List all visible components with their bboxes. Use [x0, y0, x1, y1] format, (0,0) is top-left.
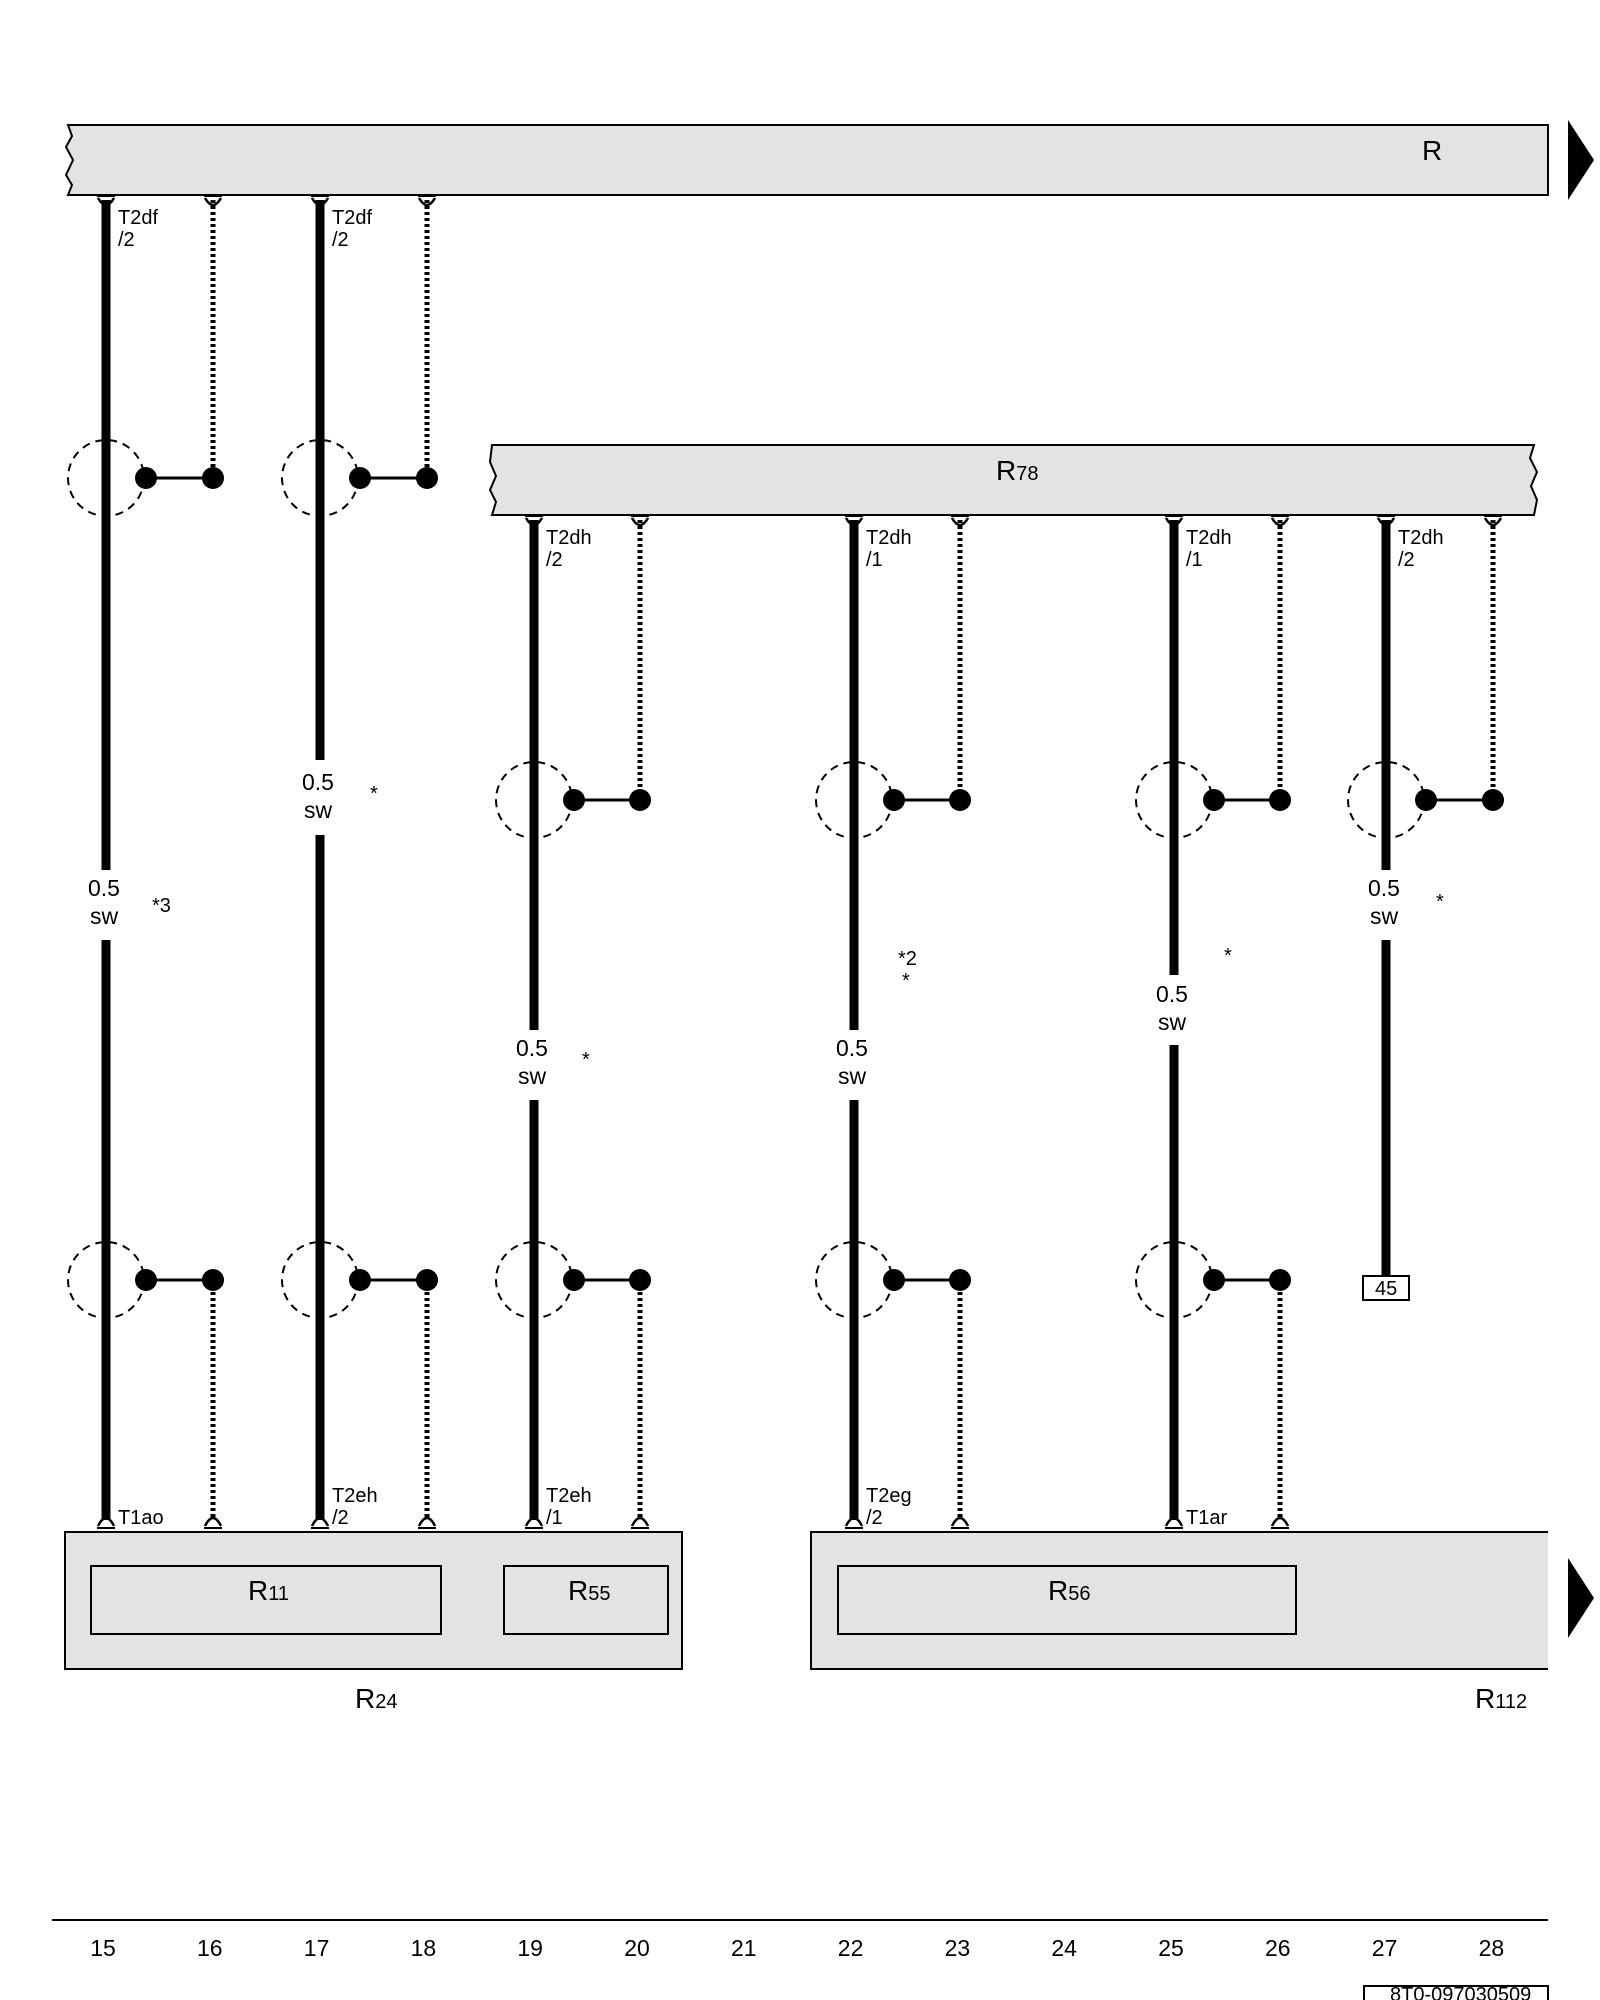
wire-size-w17: 0.5 — [302, 769, 334, 795]
bottom-pin-w19: /1 — [546, 1507, 563, 1529]
shield-top-w19 — [495, 761, 651, 839]
bottom-connector-w22: T2eg — [866, 1485, 912, 1507]
bottom-pin-w17: /2 — [332, 1507, 349, 1529]
bottom-pin-w22: /2 — [866, 1507, 883, 1529]
shield-top-w27 — [1347, 761, 1504, 839]
top-connector-w15: T2df — [118, 207, 158, 229]
column-number: 18 — [411, 1935, 437, 1961]
shield-bottom-w25 — [1135, 1241, 1291, 1319]
top-connector-w19: T2dh — [546, 527, 592, 549]
footer-code-box: 8T0-097030509 — [1363, 1984, 1549, 2000]
top-connector-w25: T2dh — [1186, 527, 1232, 549]
wire-color-w17: sw — [304, 797, 333, 823]
footer-code: 8T0-097030509 — [1390, 1984, 1531, 2000]
column-number: 16 — [197, 1935, 223, 1961]
column-number: 20 — [624, 1935, 650, 1961]
top-connector-w27: T2dh — [1398, 527, 1444, 549]
shield-bottom-w15 — [67, 1241, 224, 1319]
column-number: 19 — [517, 1935, 543, 1961]
wire-color-w19: sw — [518, 1063, 547, 1089]
bottom-connector-w19: T2eh — [546, 1485, 592, 1507]
wire-color-w25: sw — [1158, 1009, 1187, 1035]
column-number: 25 — [1158, 1935, 1184, 1961]
mid-harness-bar-r78: R78 — [488, 444, 1539, 516]
svg-text:R56: R56 — [1048, 1575, 1090, 1606]
top-continue-arrow — [1568, 120, 1594, 200]
wire-w27: 0.5sw * T2dh/2 45 — [1347, 515, 1504, 1301]
bottom-connector-w17: T2eh — [332, 1485, 378, 1507]
reference-box-w27: 45 — [1362, 1275, 1410, 1301]
wire-note-w17: * — [370, 783, 378, 805]
wire-size-w25: 0.5 — [1156, 981, 1188, 1007]
shield-bottom-w17 — [281, 1241, 438, 1319]
shield-bottom-w19 — [495, 1241, 651, 1319]
top-pin-w17: /2 — [332, 229, 349, 251]
wire-color-w15: sw — [90, 903, 119, 929]
wire-note-w15: *3 — [152, 895, 171, 917]
column-number: 26 — [1265, 1935, 1291, 1961]
bottom-connector-w25: T1ar — [1186, 1507, 1227, 1529]
top-pin-w19: /2 — [546, 549, 563, 571]
component-r24: R11 R55 R24 — [64, 1531, 683, 1714]
shield-top-w15 — [67, 439, 224, 517]
wire-size-w15: 0.5 — [88, 875, 120, 901]
wire-note-w22-0: *2 — [898, 948, 917, 970]
r24-label: R24 — [355, 1683, 397, 1714]
top-connector-w22: T2dh — [866, 527, 912, 549]
top-connector-w17: T2df — [332, 207, 372, 229]
wire-size-w19: 0.5 — [516, 1035, 548, 1061]
component-r55 — [503, 1565, 669, 1635]
component-r112: R56 R112 — [810, 1531, 1594, 1714]
wire-note-w22-1: * — [902, 970, 910, 992]
bottom-connector-w15: T1ao — [118, 1507, 164, 1529]
column-number: 28 — [1479, 1935, 1505, 1961]
component-r11 — [90, 1565, 442, 1635]
shield-top-w22 — [815, 761, 971, 839]
top-pin-w15: /2 — [118, 229, 135, 251]
wire-color-w27: sw — [1370, 903, 1399, 929]
r112-label: R112 — [1475, 1683, 1527, 1714]
wire-note-w25: * — [1224, 945, 1232, 967]
column-number: 27 — [1372, 1935, 1398, 1961]
top-harness-bar: R — [64, 120, 1594, 200]
wire-color-w22: sw — [838, 1063, 867, 1089]
svg-text:R11: R11 — [248, 1575, 289, 1606]
top-pin-w27: /2 — [1398, 549, 1415, 571]
column-number: 22 — [838, 1935, 864, 1961]
wire-note-w27: * — [1436, 891, 1444, 913]
wire-note-w19: * — [582, 1049, 590, 1071]
shield-top-w25 — [1135, 761, 1291, 839]
column-number: 15 — [90, 1935, 116, 1961]
column-number: 17 — [304, 1935, 330, 1961]
shield-bottom-w22 — [815, 1241, 971, 1319]
wire-size-w27: 0.5 — [1368, 875, 1400, 901]
column-number: 24 — [1051, 1935, 1077, 1961]
bottom-continue-arrow — [1568, 1558, 1594, 1638]
column-number: 23 — [945, 1935, 971, 1961]
shield-top-w17 — [281, 439, 438, 517]
component-r56 — [837, 1565, 1297, 1635]
reference-box-label-w27: 45 — [1375, 1278, 1397, 1300]
top-pin-w25: /1 — [1186, 549, 1203, 571]
mid-bar-label: R78 — [996, 455, 1038, 486]
top-bar-label: R — [1422, 135, 1442, 166]
svg-text:R55: R55 — [568, 1575, 610, 1606]
top-pin-w22: /1 — [866, 549, 883, 571]
wire-size-w22: 0.5 — [836, 1035, 868, 1061]
column-number: 21 — [731, 1935, 757, 1961]
